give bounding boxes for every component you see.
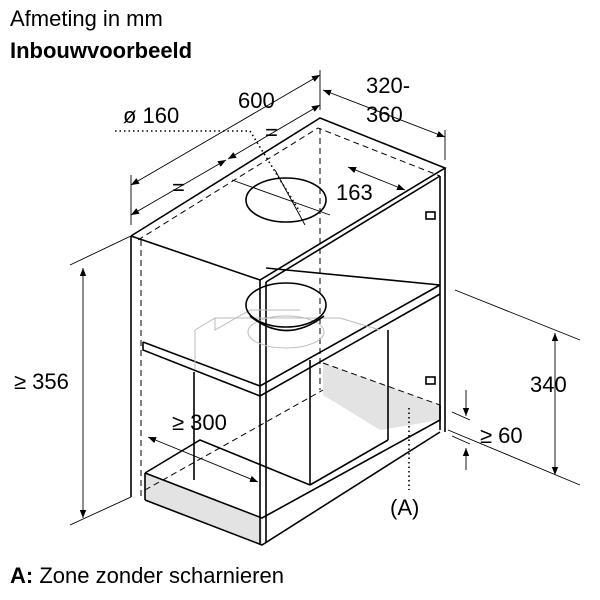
- unit-note: Afmeting in mm: [10, 6, 163, 31]
- zone-a-shade: [323, 363, 440, 430]
- equal-left-dimension-line: [130, 159, 227, 216]
- legend: A: Zone zonder scharnieren: [10, 563, 284, 589]
- extension-line: [69, 235, 132, 266]
- plinth-front-shade: [145, 473, 262, 545]
- hidden-plinth-edge: [144, 389, 324, 491]
- duct-opening-shelf: [245, 282, 327, 328]
- duct-pipe: [249, 315, 325, 332]
- equal-left-label: =: [172, 175, 185, 200]
- depth-label-line2: 360: [366, 102, 403, 127]
- duct-offset-label: 163: [336, 180, 373, 205]
- equal-right-label: =: [265, 120, 278, 145]
- shelf: [142, 284, 441, 387]
- extension-line: [451, 435, 471, 445]
- duct-opening-top: [245, 177, 327, 223]
- legend-key: A:: [10, 563, 34, 588]
- hinge-icon: [425, 376, 436, 385]
- hood-body-bottom: [309, 439, 389, 486]
- plinth: [144, 405, 441, 519]
- hood-outline-top: [214, 309, 300, 331]
- shelf-back: [265, 267, 441, 286]
- legend-text: Zone zonder scharnieren: [39, 563, 284, 588]
- extension-line: [454, 289, 581, 341]
- equal-right-dimension-line: [227, 104, 321, 160]
- extension-line: [69, 496, 132, 526]
- width-label: 600: [238, 88, 275, 113]
- hood-outline: [194, 317, 381, 370]
- cabinet-side-top: [265, 175, 441, 283]
- plinth-bottom: [144, 431, 441, 546]
- depth-label-line1: 320-: [366, 73, 410, 98]
- plinth-top: [144, 439, 311, 486]
- duct-diameter-label: ø 160: [123, 103, 179, 128]
- hinge-icon: [425, 211, 436, 220]
- plinth-min-label: ≥ 60: [480, 423, 523, 448]
- depth-min-label: ≥ 300: [172, 410, 227, 435]
- hood-outlet: [247, 315, 325, 349]
- zone-a-marker: (A): [390, 495, 419, 520]
- width-dimension-line: [130, 74, 321, 186]
- depth-dimension-line: [322, 89, 446, 138]
- hidden-zone-edge: [322, 362, 441, 406]
- shelf-edge: [142, 293, 441, 397]
- duct-centerline: [231, 179, 331, 216]
- duct-diameter-leader: [115, 130, 301, 213]
- height-min-label: ≥ 356: [14, 369, 69, 394]
- duct-offset-dimension-line: [347, 166, 406, 191]
- diagram-title: Inbouwvoorbeeld: [10, 38, 193, 63]
- extension-line: [447, 429, 581, 486]
- extension-line: [451, 411, 471, 421]
- interior-height-label: 340: [530, 372, 567, 397]
- depth-min-dimension-line: [147, 436, 259, 483]
